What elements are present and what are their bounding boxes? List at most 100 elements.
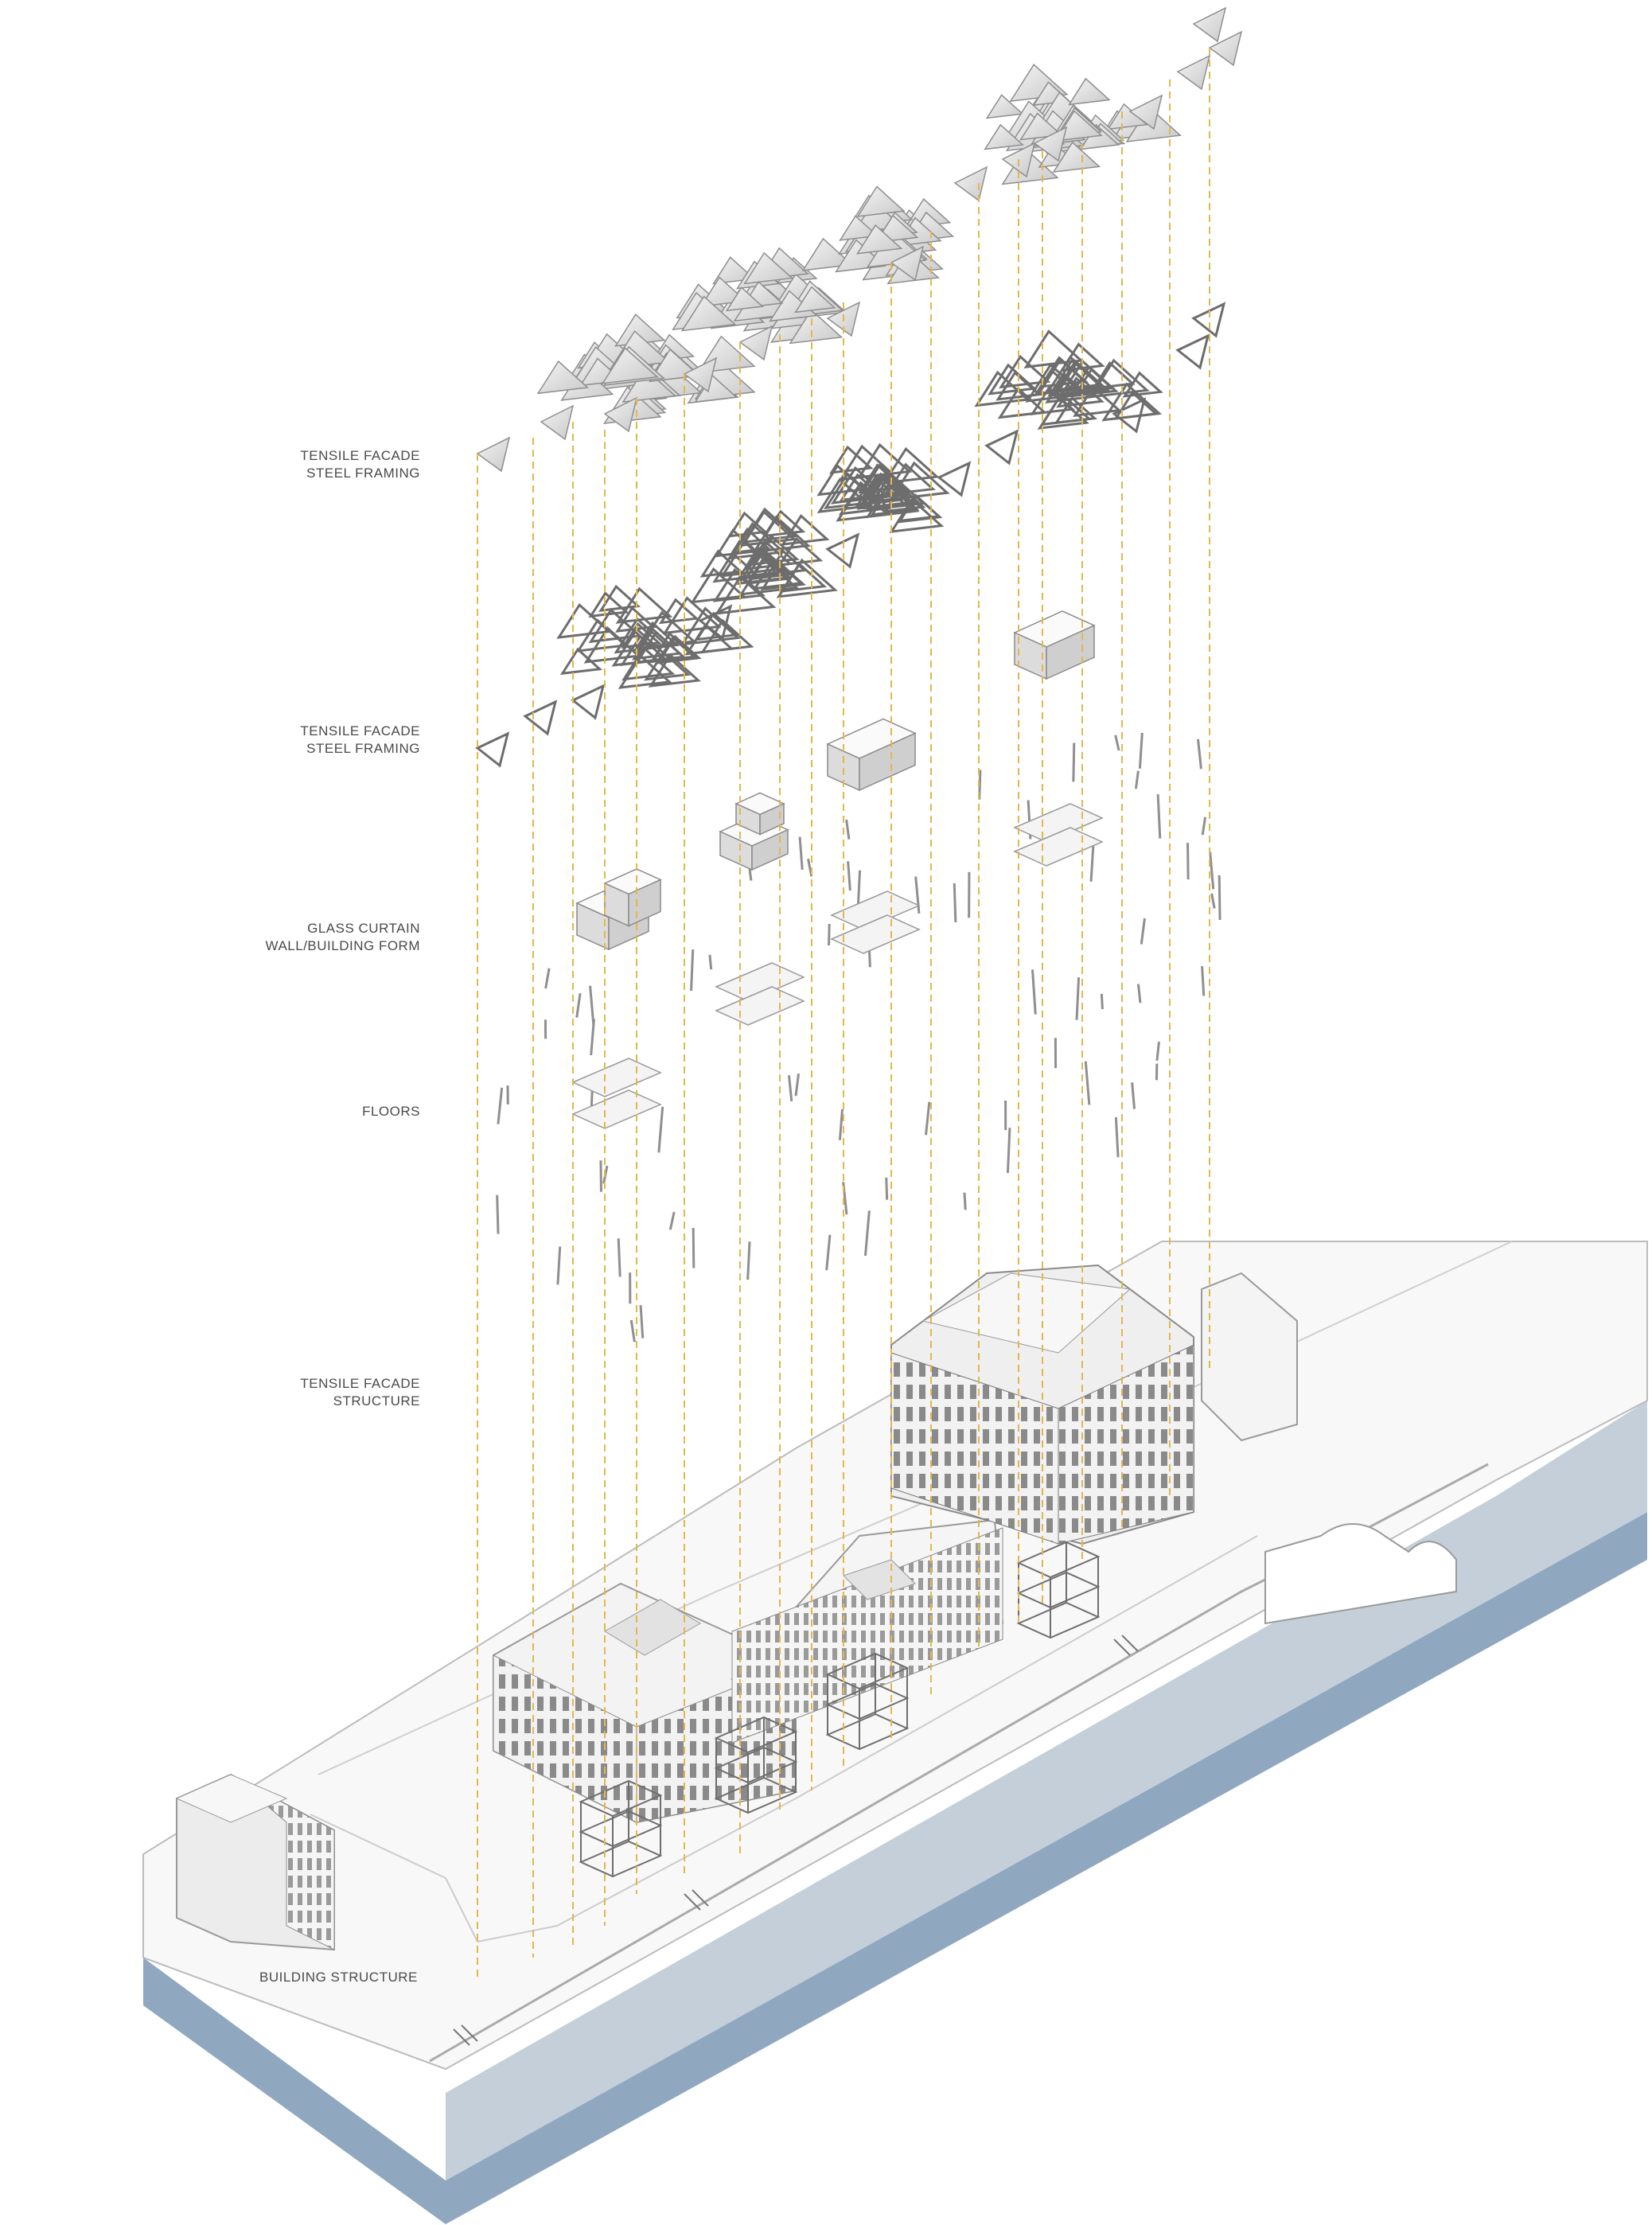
tensile-panel — [1019, 112, 1063, 141]
tensile-panel — [1192, 6, 1227, 43]
facade-member — [692, 1228, 695, 1268]
building-form-2b — [734, 792, 785, 836]
steel-frame-triangle — [1047, 358, 1107, 397]
steel-frame-triangle — [856, 472, 915, 510]
facade-member — [1131, 1082, 1136, 1109]
label-tensile-facade-structure: TENSILE FACADE STRUCTURE — [300, 1376, 420, 1409]
steel-frame-triangle — [615, 586, 673, 624]
steel-frame-triangle — [1091, 360, 1136, 390]
road-line — [310, 1535, 1258, 1943]
tensile-panel — [1208, 30, 1243, 67]
structure-frame — [579, 1779, 663, 1878]
tensile-panel — [984, 123, 1024, 150]
label-glass-curtain-wall: GLASS CURTAIN WALL/BUILDING FORM — [265, 921, 420, 953]
floor-plate — [571, 1089, 662, 1129]
building-form-3 — [826, 718, 917, 792]
facade-member — [629, 1319, 636, 1342]
facade-member — [787, 1075, 793, 1102]
facade-member — [639, 1304, 645, 1339]
facade-member — [556, 1246, 562, 1285]
steel-frame-triangle — [838, 444, 895, 481]
steel-frame-triangle — [766, 549, 808, 576]
tensile-panel — [1052, 141, 1101, 173]
facade-member — [496, 1194, 500, 1234]
alignment-guides — [477, 48, 1210, 1981]
facade-member — [589, 985, 595, 1026]
tensile-panel — [476, 436, 511, 473]
label-tensile-facade-steel-framing-2: TENSILE FACADE STEEL FRAMING — [300, 723, 420, 756]
facade-member — [1210, 893, 1216, 909]
steel-frame-triangle — [896, 493, 943, 524]
facade-member — [1006, 1128, 1011, 1174]
steel-frame-triangle — [865, 472, 926, 512]
tensile-panel — [801, 237, 854, 271]
facade-member — [847, 861, 851, 891]
label-building-structure: BUILDING STRUCTURE — [259, 1970, 418, 1985]
floor-plate — [1013, 803, 1104, 843]
steel-frame-triangle — [999, 354, 1051, 389]
facade-member — [497, 1087, 504, 1124]
steel-frame-triangle — [588, 591, 629, 618]
steel-frame-triangle — [658, 598, 699, 625]
tensile-panel — [856, 224, 903, 255]
tensile-panel — [621, 367, 677, 403]
steel-frame-triangle — [882, 446, 940, 485]
floor-plate — [571, 1058, 662, 1097]
steel-frame-triangle — [712, 567, 766, 602]
steel-frame-triangle — [699, 549, 744, 578]
tensile-panel — [1128, 94, 1163, 131]
steel-frame-triangle — [823, 472, 882, 510]
form-front — [751, 828, 789, 871]
steel-frame-triangle — [888, 461, 950, 501]
tensile-panel — [789, 309, 844, 345]
tensile-panel — [839, 215, 879, 241]
tensile-panel — [601, 347, 659, 384]
facade-member — [925, 1101, 931, 1136]
label-floors: FLOORS — [362, 1104, 420, 1119]
facade-member — [1201, 816, 1207, 836]
steel-frame-triangle — [644, 650, 691, 681]
facade-member — [668, 1211, 676, 1230]
tensile-panel — [890, 245, 925, 282]
steel-frame-triangle — [1045, 372, 1093, 404]
steel-frame-triangle — [741, 550, 785, 579]
steel-frame-triangle — [719, 540, 778, 578]
tensile-panel — [743, 251, 794, 285]
tensile-panel — [680, 295, 737, 332]
facade-member — [1218, 875, 1221, 921]
tensile-panel — [1054, 110, 1103, 142]
steel-frame-triangle — [712, 551, 762, 583]
steel-framing-lower — [475, 302, 1226, 768]
form-front — [859, 732, 916, 792]
facade-member — [953, 883, 957, 922]
structure-frame — [825, 1652, 910, 1751]
steel-frame-triangle — [698, 604, 733, 641]
tensile-panel — [683, 357, 718, 393]
steel-frame-triangle — [735, 546, 789, 581]
facade-member — [885, 1177, 889, 1200]
facade-member — [1186, 843, 1190, 880]
form-front — [759, 802, 785, 836]
tensile-panel — [540, 404, 575, 441]
steel-frame-triangle — [839, 473, 883, 502]
steel-frame-triangle — [727, 511, 769, 538]
historic-building — [175, 1773, 335, 1951]
steel-frame-triangle — [776, 558, 838, 598]
building-block-middle — [731, 1518, 1004, 1744]
facade-member — [575, 992, 582, 1018]
steel-frame-triangle — [751, 515, 812, 554]
facade-member — [1134, 770, 1140, 789]
facade-member — [1075, 977, 1081, 1020]
floor-plates — [571, 803, 1104, 1129]
facade-member — [1156, 794, 1162, 839]
facade-member — [1201, 966, 1206, 996]
steel-frame-triangle — [1112, 397, 1147, 434]
steel-frame-triangle — [559, 647, 603, 676]
facade-member — [914, 876, 921, 914]
structure-frame — [714, 1716, 798, 1814]
facade-member — [825, 1234, 832, 1271]
tensile-panel — [603, 396, 638, 433]
tensile-panel — [856, 185, 906, 217]
steel-frame-triangle — [1073, 385, 1122, 418]
facade-member — [657, 1106, 664, 1153]
